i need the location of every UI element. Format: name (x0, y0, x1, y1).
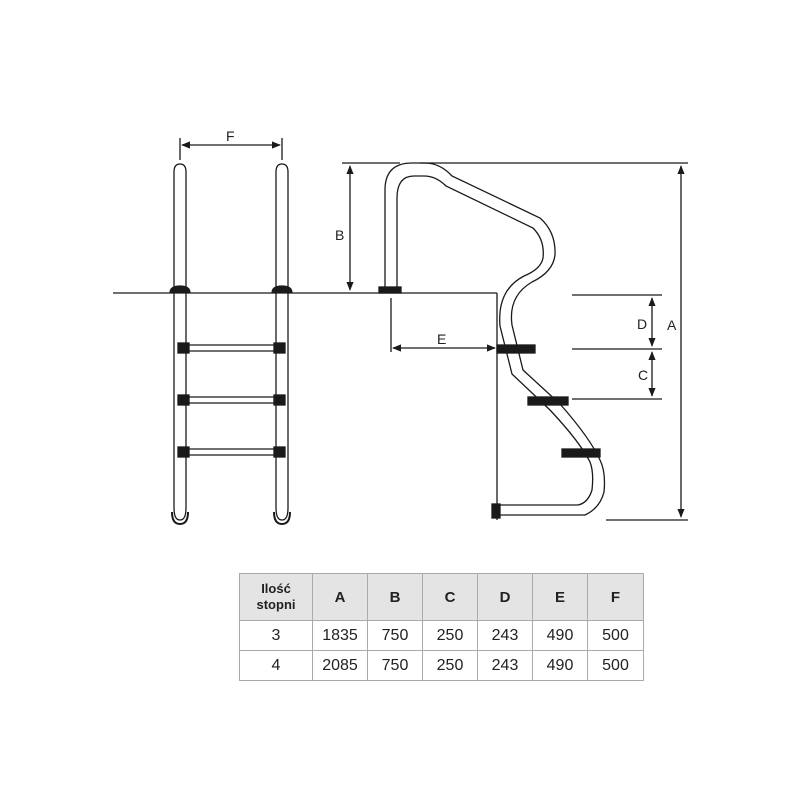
side-step (527, 396, 569, 406)
label-f: F (226, 128, 235, 144)
label-a: A (667, 317, 677, 333)
label-b: B (335, 227, 344, 243)
column-header-e: E (532, 573, 588, 621)
table-cell: 250 (422, 620, 478, 651)
table-cell: 250 (422, 650, 478, 681)
table-cell: 4 (239, 650, 313, 681)
front-step (177, 394, 286, 406)
right-escutcheon (271, 285, 293, 294)
left-rail (173, 163, 187, 521)
front-view (113, 138, 348, 526)
table-cell: 500 (587, 620, 644, 651)
table-cell: 1835 (312, 620, 368, 651)
right-rail (275, 163, 289, 521)
column-header-d: D (477, 573, 533, 621)
table-cell: 243 (477, 650, 533, 681)
table-cell: 750 (367, 620, 423, 651)
table-row: 3 1835 750 250 243 490 500 (239, 620, 644, 651)
left-foot (171, 511, 189, 526)
table-cell: 490 (532, 620, 588, 651)
column-header-f: F (587, 573, 644, 621)
column-header-a: A (312, 573, 368, 621)
column-header-c: C (422, 573, 478, 621)
wall-bumper (491, 503, 501, 519)
right-foot (273, 511, 291, 526)
label-c: C (638, 367, 648, 383)
side-step (561, 448, 601, 458)
table-cell: 500 (587, 650, 644, 681)
deck-flange (378, 286, 402, 294)
table-cell: 2085 (312, 650, 368, 681)
table-row: 4 2085 750 250 243 490 500 (239, 650, 644, 681)
table-cell: 490 (532, 650, 588, 681)
left-escutcheon (169, 285, 191, 294)
handrail-outer (384, 162, 606, 516)
ladder-diagram: F B E D C A (113, 128, 688, 526)
side-step (496, 344, 536, 354)
front-step (177, 446, 286, 458)
side-view (342, 162, 688, 521)
column-header-b: B (367, 573, 423, 621)
label-d: D (637, 316, 647, 332)
table-cell: 3 (239, 620, 313, 651)
table-cell: 243 (477, 620, 533, 651)
label-e: E (437, 331, 446, 347)
handrail-inner (396, 175, 594, 506)
table-cell: 750 (367, 650, 423, 681)
front-step (177, 342, 286, 354)
